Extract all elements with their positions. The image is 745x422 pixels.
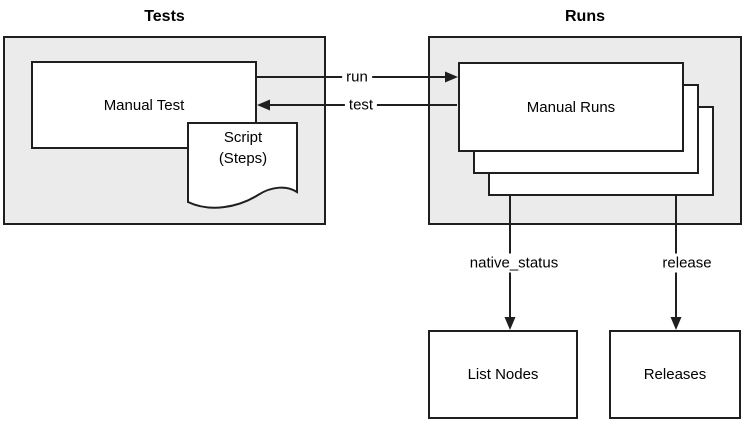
native-status-arrowhead <box>504 317 516 330</box>
releases-node: Releases <box>609 330 741 419</box>
script-label-line2: (Steps) <box>218 150 268 167</box>
script-node-label: Script (Steps) <box>192 127 294 169</box>
runs-group-title: Runs <box>565 8 605 25</box>
tests-group-title: Tests <box>144 8 185 25</box>
list-nodes-node: List Nodes <box>428 330 578 419</box>
release-arrowhead <box>670 317 682 330</box>
native-status-edge-label: native_status <box>465 253 563 273</box>
test-edge-label: test <box>344 95 378 115</box>
manual-runs-label: Manual Runs <box>526 98 616 116</box>
manual-test-label: Manual Test <box>103 96 185 114</box>
script-label-line1: Script <box>223 129 263 146</box>
release-edge-label: release <box>658 253 716 273</box>
releases-label: Releases <box>643 366 707 383</box>
run-edge-label: run <box>342 67 372 87</box>
manual-runs-node: Manual Runs <box>458 62 684 152</box>
list-nodes-label: List Nodes <box>467 366 539 383</box>
